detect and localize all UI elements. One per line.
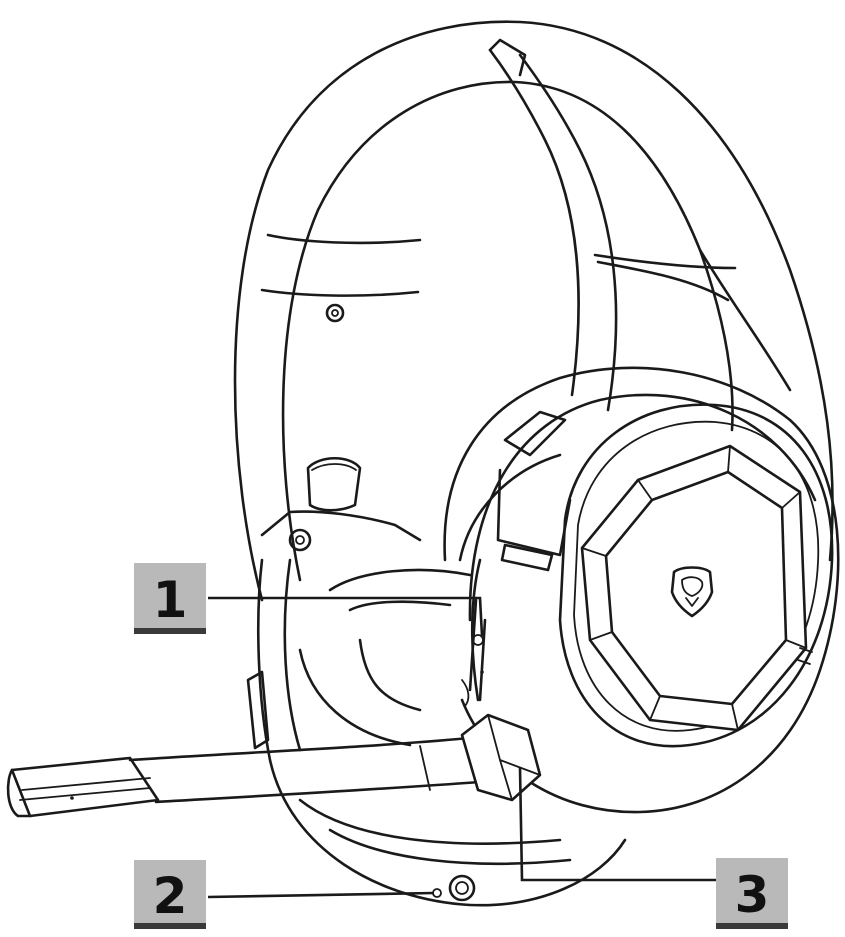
microphone-boom: [6, 713, 542, 818]
audio-jack: [432, 874, 476, 902]
dragon-logo-icon: [670, 566, 714, 618]
left-ear-cup: [246, 457, 627, 907]
callout-2-label: 2: [153, 867, 188, 925]
callout-3-label: 3: [735, 866, 770, 924]
callout-2: 2: [134, 860, 206, 929]
callout-1-label: 1: [153, 571, 188, 629]
headband: [233, 20, 834, 602]
callout-1: 1: [134, 563, 206, 634]
callout-3: 3: [716, 858, 788, 929]
right-hinge: [461, 410, 572, 707]
callout-lines: [207, 596, 718, 899]
